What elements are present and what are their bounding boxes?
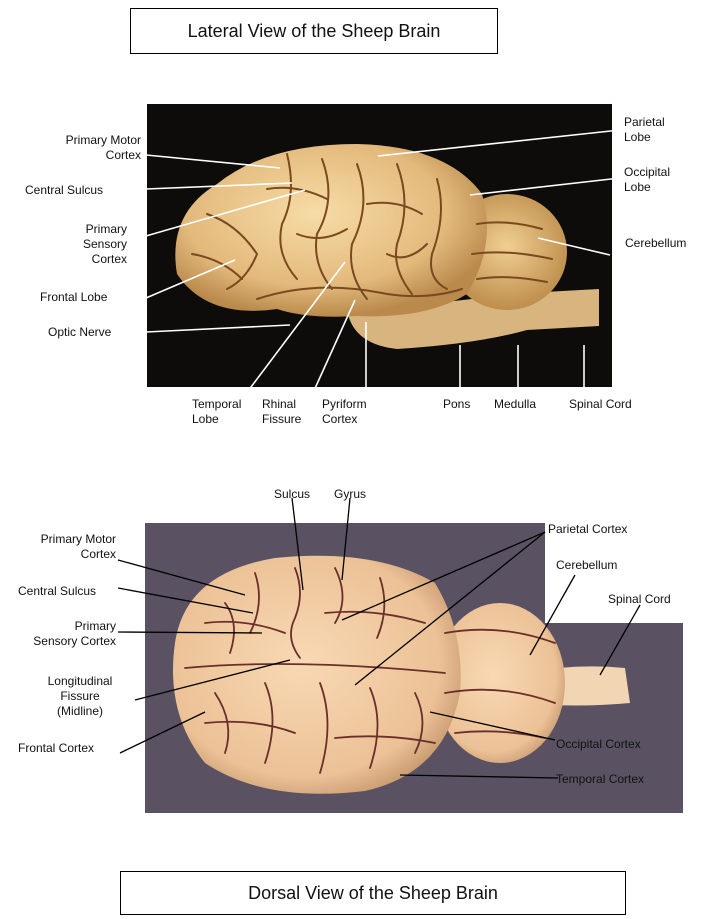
lateral-label-medulla: Medulla — [494, 397, 536, 412]
dorsal-label-primary-motor-cortex: Primary Motor Cortex — [14, 532, 116, 562]
lateral-label-cerebellum: Cerebellum — [625, 236, 686, 251]
dorsal-label-cerebellum: Cerebellum — [556, 558, 617, 573]
lateral-label-pons: Pons — [443, 397, 470, 412]
dorsal-label-spinal-cord: Spinal Cord — [608, 592, 671, 607]
lateral-label-frontal-lobe: Frontal Lobe — [40, 290, 107, 305]
dorsal-label-primary-sensory-cortex: Primary Sensory Cortex — [8, 619, 116, 649]
lateral-label-temporal-lobe: Temporal Lobe — [192, 397, 241, 427]
lateral-label-rhinal-fissure: Rhinal Fissure — [262, 397, 301, 427]
dorsal-label-sulcus: Sulcus — [274, 487, 310, 502]
dorsal-label-central-sulcus: Central Sulcus — [18, 584, 96, 599]
lateral-label-parietal-lobe: Parietal Lobe — [624, 115, 665, 145]
lateral-leader-lines — [146, 130, 620, 395]
lateral-label-optic-nerve: Optic Nerve — [48, 325, 111, 340]
dorsal-label-temporal-cortex: Temporal Cortex — [556, 772, 644, 787]
lateral-label-primary-motor-cortex: Primary Motor Cortex — [25, 133, 141, 163]
dorsal-label-parietal-cortex: Parietal Cortex — [548, 522, 627, 537]
dorsal-label-frontal-cortex: Frontal Cortex — [18, 741, 94, 756]
lateral-label-central-sulcus: Central Sulcus — [25, 183, 103, 198]
lateral-label-pyriform-cortex: Pyriform Cortex — [322, 397, 367, 427]
lateral-label-spinal-cord: Spinal Cord — [569, 397, 632, 412]
dorsal-label-gyrus: Gyrus — [334, 487, 366, 502]
dorsal-leader-lines — [118, 498, 640, 778]
dorsal-label-occipital-cortex: Occipital Cortex — [556, 737, 641, 752]
lateral-label-occipital-lobe: Occipital Lobe — [624, 165, 670, 195]
lateral-label-primary-sensory-cortex: Primary Sensory Cortex — [25, 222, 127, 267]
dorsal-label-longitudinal-fissure: Longitudinal Fissure (Midline) — [30, 674, 130, 719]
